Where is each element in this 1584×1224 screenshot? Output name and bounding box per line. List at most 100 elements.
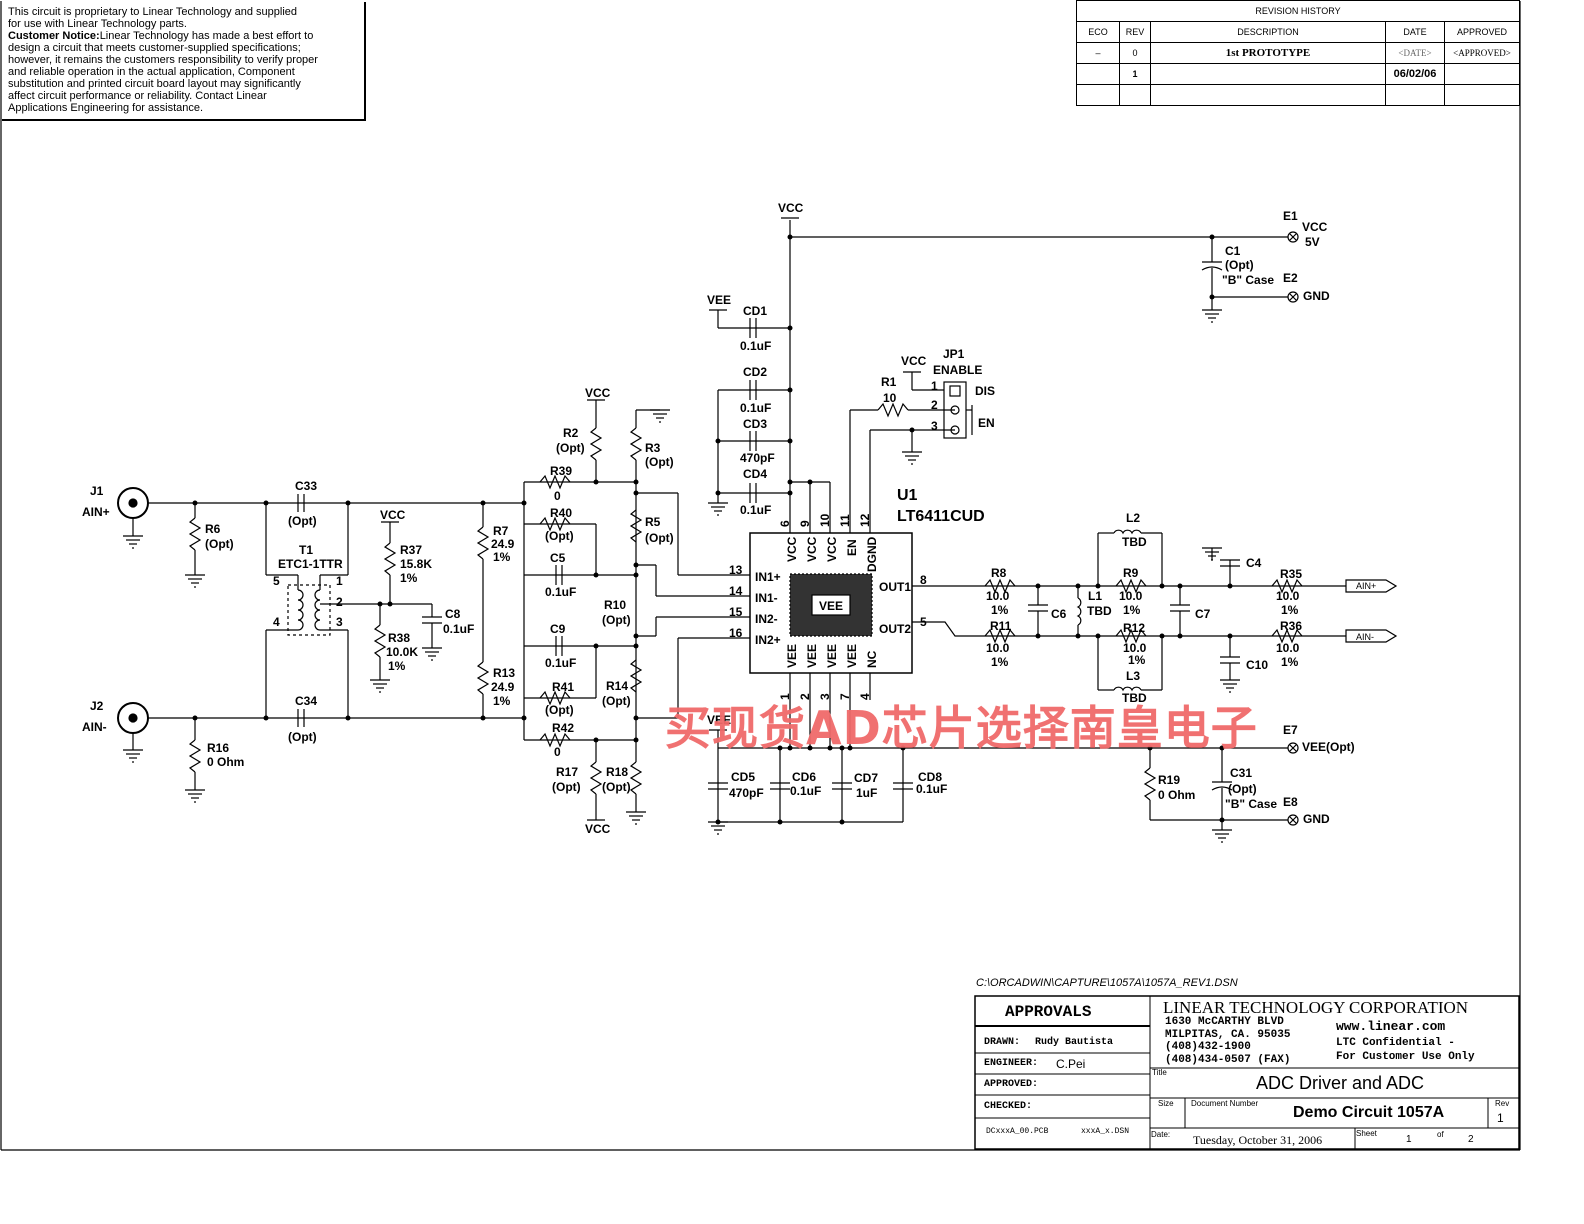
r9-value: 10.0 — [1119, 589, 1143, 603]
junction-dot — [633, 737, 639, 743]
r13-ref: R13 — [493, 666, 515, 680]
vcc-label: VCC — [380, 508, 406, 522]
jp1-pin: 2 — [931, 398, 938, 412]
u1-pin-top: DGND — [865, 536, 879, 572]
r13-value: 24.9 — [491, 680, 515, 694]
c33-value: (Opt) — [288, 514, 317, 528]
c31-ref: C31 — [1230, 766, 1252, 780]
junction-dot — [1159, 633, 1165, 639]
junction-dot — [715, 490, 721, 496]
r8-tol: 1% — [991, 603, 1009, 617]
junction-dot — [593, 643, 599, 649]
u1-pin-num: 10 — [818, 513, 832, 527]
u1-pin-in1m: IN1- — [755, 591, 778, 605]
c5-value: 0.1uF — [545, 585, 576, 599]
vcc-label: VCC — [585, 386, 611, 400]
t1-pin: 1 — [336, 574, 343, 588]
cd2-value: 0.1uF — [740, 401, 771, 415]
junction-dot — [480, 715, 486, 721]
u1-pin-num: 3 — [818, 693, 832, 700]
r39-value: 0 — [554, 489, 561, 503]
r6-ref: R6 — [205, 522, 221, 536]
junction-dot — [345, 500, 351, 506]
e8-label: E8 — [1283, 795, 1298, 809]
cd3-ref: CD3 — [743, 417, 767, 431]
junction-dot — [263, 500, 269, 506]
r12-ref: R12 — [1123, 621, 1145, 635]
company-address-2: MILPITAS, CA. 95035 — [1165, 1029, 1291, 1041]
revision-history-table: REVISION HISTORY ECO REV DESCRIPTION DAT… — [1076, 0, 1520, 106]
junction-dot — [787, 234, 793, 240]
r36-ref: R36 — [1280, 619, 1302, 633]
vee-opt-label: VEE(Opt) — [1302, 740, 1355, 754]
r35-tol: 1% — [1281, 603, 1299, 617]
junction-dot — [1227, 633, 1233, 639]
company-phone: (408)432-1900 — [1165, 1041, 1251, 1053]
junction-dot — [1219, 745, 1225, 751]
engineer-label: ENGINEER: — [984, 1058, 1039, 1069]
l2-ref: L2 — [1126, 511, 1140, 525]
r19-value: 0 Ohm — [1158, 788, 1195, 802]
l1-ref: L1 — [1088, 589, 1102, 603]
r8-value: 10.0 — [986, 589, 1010, 603]
sheet-total: 2 — [1468, 1134, 1474, 1145]
vee-label: VEE — [707, 293, 731, 307]
vcc-label: VCC — [585, 822, 611, 836]
junction-dot — [1209, 294, 1215, 300]
r7-tol: 1% — [493, 550, 511, 564]
jp1-enable: ENABLE — [933, 363, 982, 377]
junction-dot — [263, 715, 269, 721]
ain-minus-label: AIN- — [82, 720, 107, 734]
junction-dot — [1095, 583, 1101, 589]
u1-pin-top: VCC — [825, 536, 839, 562]
jp1-dis: DIS — [975, 384, 995, 398]
junction-dot — [521, 715, 527, 721]
e1-label: E1 — [1283, 209, 1298, 223]
c1-case: "B" Case — [1222, 273, 1274, 287]
r12-value: 10.0 — [1123, 641, 1147, 655]
r17-ref: R17 — [556, 765, 578, 779]
cd7-value: 1uF — [856, 786, 877, 800]
r3-ref: R3 — [645, 441, 661, 455]
c9-ref: C9 — [550, 622, 566, 636]
u1-pin-top: VCC — [805, 536, 819, 562]
c4-ref: C4 — [1246, 556, 1262, 570]
junction-dot — [900, 745, 906, 751]
confidential-line-2: For Customer Use Only — [1336, 1051, 1475, 1063]
cd3-value: 470pF — [740, 451, 775, 465]
gnd-label: GND — [1303, 812, 1330, 826]
t1-ref: T1 — [299, 543, 313, 557]
u1-pin-num: 7 — [838, 693, 852, 700]
junction-dot — [1177, 583, 1183, 589]
r6-value: (Opt) — [205, 537, 234, 551]
junction-dot — [1209, 234, 1215, 240]
junction-dot — [839, 745, 845, 751]
junction-dot — [633, 643, 639, 649]
junction-dot — [1219, 817, 1225, 823]
r18-value: (Opt) — [602, 780, 631, 794]
r10-value: (Opt) — [602, 613, 631, 627]
cd4-ref: CD4 — [743, 467, 767, 481]
r13-tol: 1% — [493, 694, 511, 708]
t1-pin: 4 — [273, 615, 280, 629]
junction-dot — [387, 601, 393, 607]
c9-value: 0.1uF — [545, 656, 576, 670]
cd1-ref: CD1 — [743, 304, 767, 318]
r16-ref: R16 — [207, 741, 229, 755]
cd7-ref: CD7 — [854, 771, 878, 785]
junction-dot — [633, 572, 639, 578]
jp1-en: EN — [978, 416, 995, 430]
junction-dot — [480, 500, 486, 506]
cd1-value: 0.1uF — [740, 339, 771, 353]
r7-ref: R7 — [493, 524, 509, 538]
junction-dot — [787, 745, 793, 751]
junction-dot — [807, 745, 813, 751]
u1-pin-num: 1 — [778, 693, 792, 700]
r9-tol: 1% — [1123, 603, 1141, 617]
junction-dot — [192, 500, 198, 506]
e2-label: E2 — [1283, 271, 1298, 285]
sheet-number: 1 — [1406, 1134, 1412, 1145]
r11-tol: 1% — [991, 655, 1009, 669]
ain-plus-label: AIN+ — [82, 505, 110, 519]
